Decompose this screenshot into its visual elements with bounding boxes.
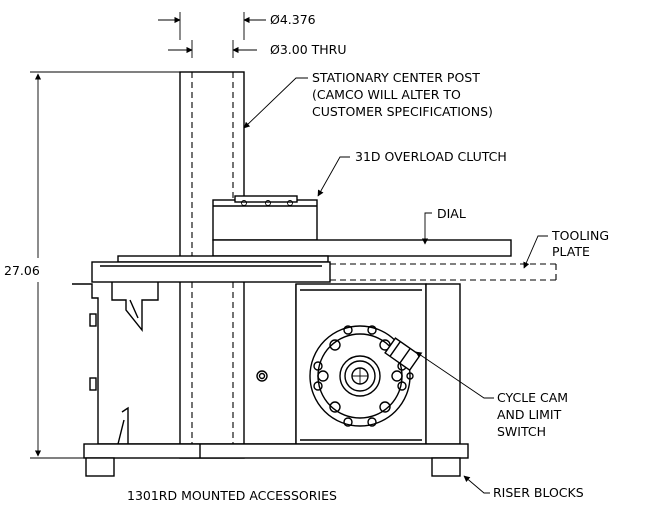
dimension-outer-diameter: Ø4.376 <box>158 12 316 40</box>
cycle-cam-line-3: SWITCH <box>497 424 546 439</box>
overall-height-label: 27.06 <box>4 263 40 278</box>
drawing-caption: 1301RD MOUNTED ACCESSORIES <box>127 488 337 503</box>
tooling-plate <box>330 263 557 281</box>
dial-label: DIAL <box>437 206 466 221</box>
outer-diameter-label: Ø4.376 <box>270 12 316 27</box>
dial <box>117 239 512 263</box>
dimension-overall-height: 27.06 <box>4 71 180 459</box>
cycle-cam <box>309 325 421 427</box>
tooling-plate-line-1: TOOLING <box>551 228 609 243</box>
callout-tooling-plate: TOOLING PLATE <box>551 228 609 259</box>
callout-center-post: STATIONARY CENTER POST (CAMCO WILL ALTER… <box>312 70 493 119</box>
riser-blocks-label: RISER BLOCKS <box>493 485 584 500</box>
tooling-plate-line-2: PLATE <box>552 244 590 259</box>
clutch-label: 31D OVERLOAD CLUTCH <box>355 149 507 164</box>
base-and-riser-blocks <box>83 443 469 477</box>
center-post-line-2: (CAMCO WILL ALTER TO <box>312 87 461 102</box>
leader-lines <box>243 77 548 494</box>
top-plate <box>91 261 331 283</box>
cycle-cam-line-2: AND LIMIT <box>497 407 562 422</box>
overload-clutch <box>212 195 318 241</box>
callout-cycle-cam: CYCLE CAM AND LIMIT SWITCH <box>497 390 568 439</box>
cycle-cam-line-1: CYCLE CAM <box>497 390 568 405</box>
bore-diameter-label: Ø3.00 THRU <box>270 42 347 57</box>
center-post-line-1: STATIONARY CENTER POST <box>312 70 480 85</box>
dimension-bore-diameter: Ø3.00 THRU <box>168 40 347 58</box>
center-post-line-3: CUSTOMER SPECIFICATIONS) <box>312 104 493 119</box>
